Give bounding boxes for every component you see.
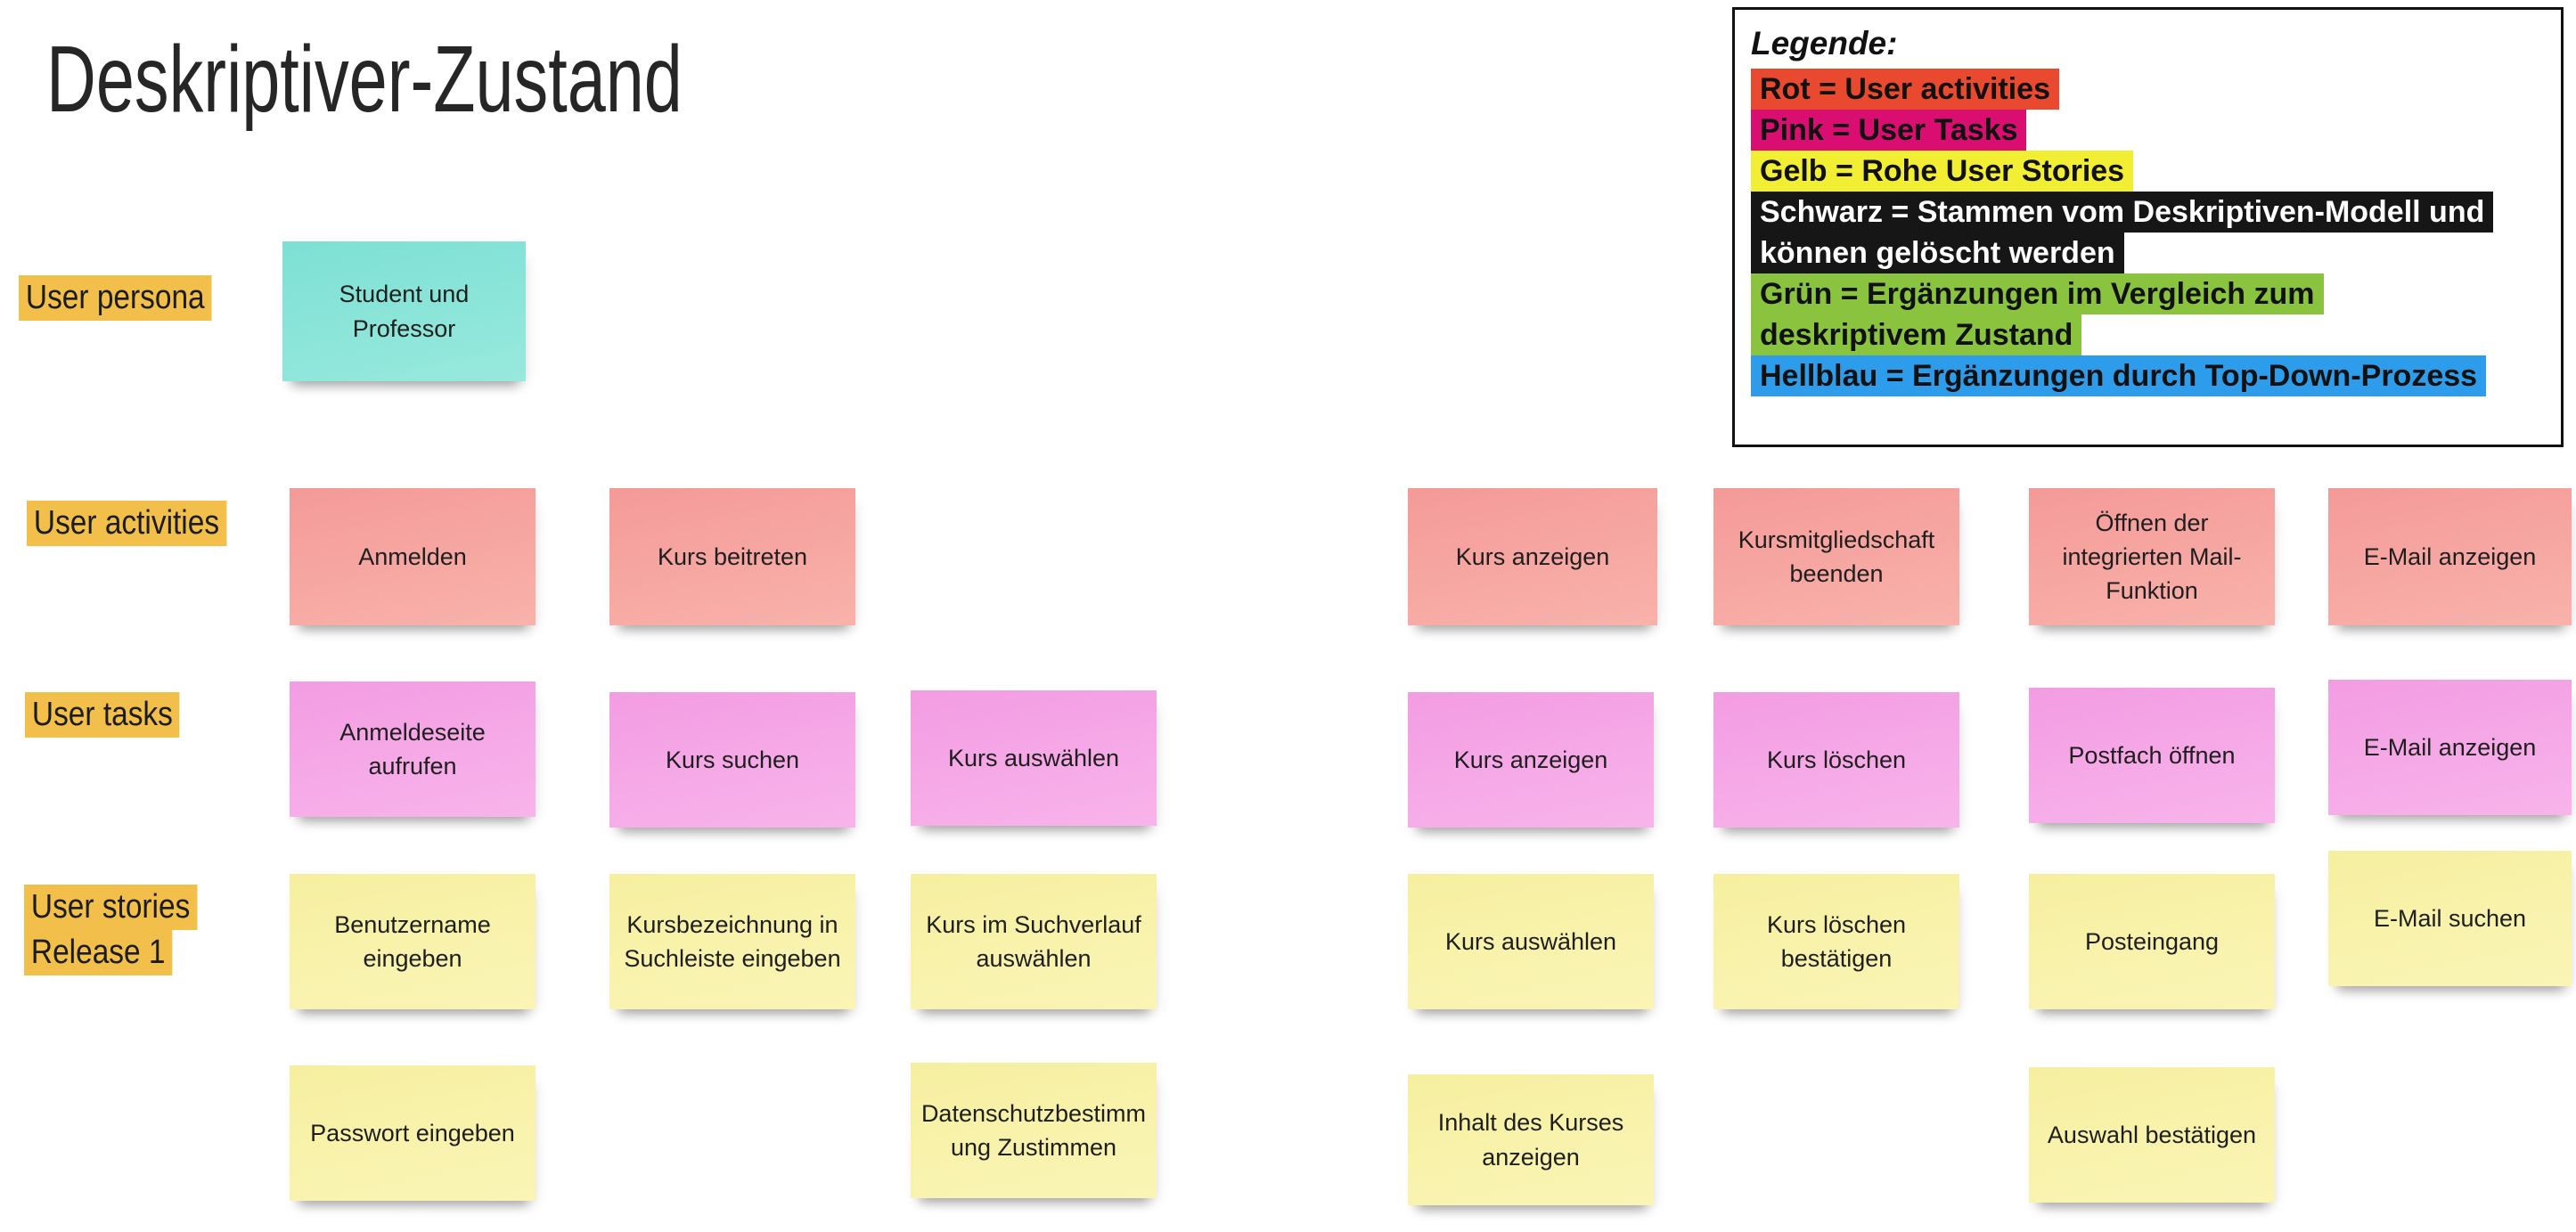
sticky-note[interactable]: Datenschutzbestimmung Zustimmen	[911, 1063, 1157, 1198]
row-label-line: User persona	[19, 275, 212, 321]
row-label-text: User activities	[27, 501, 226, 546]
sticky-note-text: Datenschutzbestimmung Zustimmen	[920, 1099, 1147, 1161]
row-label-user-activities[interactable]: User activities	[27, 501, 226, 546]
sticky-note[interactable]: Auswahl bestätigen	[2029, 1067, 2275, 1203]
legend-item-chip: Rot = User activities	[1751, 69, 2059, 110]
sticky-note[interactable]: Anmelden	[290, 488, 536, 625]
sticky-note[interactable]: Kurs löschen bestätigen	[1713, 874, 1959, 1009]
sticky-note-text: E-Mail anzeigen	[2363, 543, 2537, 570]
sticky-note[interactable]: Inhalt des Kurses anzeigen	[1408, 1074, 1654, 1205]
sticky-note[interactable]: Kurs beitreten	[609, 488, 855, 625]
legend-item-chip: Hellblau = Ergänzungen durch Top-Down-Pr…	[1751, 355, 2487, 396]
sticky-note-text: Kurs anzeigen	[1453, 746, 1608, 773]
row-label-user-persona[interactable]: User persona	[19, 275, 212, 321]
sticky-note-text: Öffnen der integrierten Mail-Funktion	[2062, 509, 2242, 605]
sticky-note-text: Anmeldeseite aufrufen	[339, 718, 486, 779]
sticky-note-text: Postfach öffnen	[2068, 741, 2236, 769]
sticky-note-text: Kurs auswählen	[1444, 927, 1617, 955]
sticky-note-text: Inhalt des Kurses anzeigen	[1437, 1109, 1624, 1171]
legend-item-line-1: Pink = User Tasks	[1751, 110, 2561, 151]
sticky-note-text: Kurs auswählen	[947, 744, 1120, 771]
sticky-note-text: Kurs anzeigen	[1455, 543, 1610, 570]
sticky-note[interactable]: Postfach öffnen	[2029, 688, 2275, 823]
sticky-note-text: Student und Professor	[339, 281, 470, 342]
sticky-note-text: Posteingang	[2084, 927, 2220, 955]
legend-item-chip: können gelöscht werden	[1751, 233, 2124, 273]
legend-item-chip: Pink = User Tasks	[1751, 110, 2027, 151]
sticky-note[interactable]: E-Mail anzeigen	[2328, 680, 2572, 815]
legend-item-line-3: Schwarz = Stammen vom Deskriptiven-Model…	[1751, 192, 2561, 233]
sticky-note-text: Passwort eingeben	[310, 1119, 515, 1146]
legend-heading: Legende:	[1751, 25, 1898, 61]
row-label-user-tasks[interactable]: User tasks	[25, 692, 180, 738]
sticky-note-text: Anmelden	[358, 543, 467, 570]
sticky-note[interactable]: Kurs anzeigen	[1408, 692, 1654, 828]
sticky-note-text: Kurs suchen	[665, 746, 800, 773]
sticky-note-text: Benutzername eingeben	[334, 910, 491, 972]
sticky-note[interactable]: Kurs suchen	[609, 692, 855, 828]
row-label-line: User stories	[24, 885, 198, 930]
sticky-note[interactable]: Kurs auswählen	[911, 690, 1157, 826]
legend-item-chip: Schwarz = Stammen vom Deskriptiven-Model…	[1751, 192, 2494, 233]
sticky-note-text: Kurs beitreten	[657, 543, 808, 570]
sticky-note[interactable]: Kurs auswählen	[1408, 874, 1654, 1009]
sticky-note-text: Auswahl bestätigen	[2047, 1121, 2257, 1148]
row-label-line: Release 1	[24, 930, 197, 975]
sticky-note[interactable]: Student und Professor	[282, 241, 526, 381]
sticky-note-text: Kurs löschen bestätigen	[1766, 910, 1907, 972]
legend-item-line-4: deskriptivem Zustand	[1751, 314, 2561, 355]
legend-item-line-4: Grün = Ergänzungen im Vergleich zum	[1751, 273, 2561, 314]
sticky-note-text: Kursbezeichnung in Suchleiste eingeben	[624, 910, 841, 972]
legend-item-line-2: Gelb = Rohe User Stories	[1751, 151, 2561, 192]
row-label-text: User tasks	[25, 692, 180, 738]
row-label-text: User stories	[24, 885, 198, 930]
sticky-note[interactable]: E-Mail suchen	[2328, 851, 2572, 986]
row-label-text: User persona	[19, 275, 212, 321]
sticky-note[interactable]: Passwort eingeben	[290, 1065, 536, 1201]
sticky-note[interactable]: Kursbezeichnung in Suchleiste eingeben	[609, 874, 855, 1009]
sticky-note[interactable]: Posteingang	[2029, 874, 2275, 1009]
sticky-note-text: Kurs löschen	[1766, 746, 1907, 773]
sticky-note[interactable]: E-Mail anzeigen	[2328, 488, 2572, 625]
sticky-note[interactable]: Kurs löschen	[1713, 692, 1959, 828]
sticky-note-text: E-Mail anzeigen	[2363, 733, 2537, 761]
legend-item-line-0: Rot = User activities	[1751, 69, 2561, 110]
row-label-line: User tasks	[25, 692, 180, 738]
sticky-note[interactable]: Anmeldeseite aufrufen	[290, 681, 536, 817]
row-label-line: User activities	[27, 501, 226, 546]
legend-item-line-5: Hellblau = Ergänzungen durch Top-Down-Pr…	[1751, 355, 2561, 396]
legend-item-chip: Grün = Ergänzungen im Vergleich zum	[1751, 273, 2324, 314]
sticky-note[interactable]: Kurs anzeigen	[1408, 488, 1657, 625]
sticky-note-text: Kursmitgliedschaft beenden	[1738, 526, 1935, 587]
sticky-note[interactable]: Benutzername eingeben	[290, 874, 536, 1009]
sticky-note[interactable]: Kursmitgliedschaft beenden	[1713, 488, 1959, 625]
row-label-text: Release 1	[24, 930, 173, 975]
sticky-note-text: E-Mail suchen	[2373, 904, 2527, 932]
sticky-note[interactable]: Kurs im Suchverlauf auswählen	[911, 874, 1157, 1009]
board-title: Deskriptiver-Zustand	[46, 27, 683, 132]
legend-item-line-3: können gelöscht werden	[1751, 233, 2561, 273]
legend-item-chip: Gelb = Rohe User Stories	[1751, 151, 2134, 192]
legend-item-chip: deskriptivem Zustand	[1751, 314, 2082, 355]
sticky-note-text: Kurs im Suchverlauf auswählen	[926, 910, 1141, 972]
sticky-note[interactable]: Öffnen der integrierten Mail-Funktion	[2029, 488, 2275, 625]
